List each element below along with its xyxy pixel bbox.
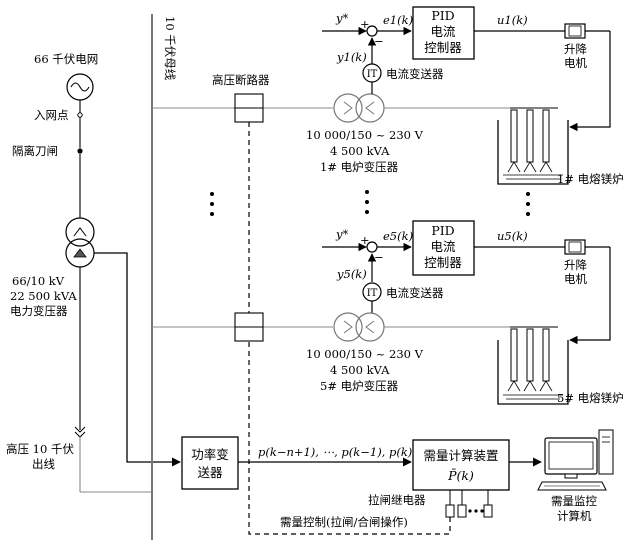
grid-section: 66 千伏电网 入网点 隔离刀闸 66/10 kV 22 500 kVA 电力变… xyxy=(6,52,181,493)
furnace-1-minus: − xyxy=(374,34,384,48)
demand-control-label: 需量控制(拉闸/合闸操作) xyxy=(280,515,408,529)
furnace-1-ct-symbol: IT xyxy=(367,69,378,80)
furnace-1-icon xyxy=(497,107,569,185)
furnace-1-pid-line-2: 电流 xyxy=(430,24,456,39)
breaker-5-icon xyxy=(234,312,264,342)
furnace-1-output-label: u1(k) xyxy=(497,13,528,27)
furnace-1-pid-box xyxy=(412,6,475,60)
power-transducer-label-2: 送器 xyxy=(197,465,223,480)
computer-icon xyxy=(537,429,614,491)
demand-control-section: 功率变 送器 p(k−n+1), ⋯, p(k−1), p(k) 需量计算装置 … xyxy=(181,341,614,535)
power-transducer-box xyxy=(181,436,239,490)
furnace-5-pid-line-3: 控制器 xyxy=(424,255,462,270)
furnace-5-motor-icon xyxy=(564,239,586,255)
furnace-1-name: 1# 电熔镁炉 xyxy=(557,172,624,186)
furnace-5-pid-box xyxy=(412,220,475,276)
furnace-1-ct-label: 电流变送器 xyxy=(386,67,444,81)
furnace-5-motor-label-1: 升降 xyxy=(564,258,587,272)
power-signal-line xyxy=(94,252,181,467)
demand-control-line xyxy=(248,341,451,535)
furnace-1-plus: + xyxy=(360,17,370,31)
ac-source-icon xyxy=(66,73,94,101)
furnace-5-plus: + xyxy=(360,233,370,247)
furnace-5-output-label: u5(k) xyxy=(497,229,528,243)
monitor-pc-label-2: 计算机 xyxy=(557,509,592,523)
furnace-5-name: 5# 电熔镁炉 xyxy=(557,391,624,405)
furnace-1-pid-line-3: 控制器 xyxy=(424,40,462,55)
furnace-1-transformer-icon xyxy=(333,93,385,123)
isolating-switch-label: 隔离刀闸 xyxy=(12,144,58,158)
power-transformer-capacity: 22 500 kVA xyxy=(10,289,77,303)
outgoing-line-label-2: 出线 xyxy=(32,457,55,471)
furnace-5-transformer-ratio: 10 000/150 ~ 230 V xyxy=(306,347,424,361)
entry-point-label: 入网点 xyxy=(34,108,69,122)
demand-device-box xyxy=(412,439,510,491)
power-transformer-name: 电力变压器 xyxy=(10,304,68,318)
bus-label: 10 千伏母线 xyxy=(163,16,177,81)
power-transformer-ratio: 66/10 kV xyxy=(12,274,65,288)
relay-label: 拉闸继电器 xyxy=(368,493,426,507)
furnace-5-summing-junction xyxy=(366,241,378,253)
furnace-1-power: 10 000/150 ~ 230 V 4 500 kVA 1# 电炉变压器 1#… xyxy=(306,93,624,186)
furnace-1-pid-line-1: PID xyxy=(431,8,454,23)
furnace-5-ct-symbol: IT xyxy=(367,288,378,299)
demand-device-label: 需量计算装置 xyxy=(423,448,498,463)
outgoing-line-label-1: 高压 10 千伏 xyxy=(6,442,74,456)
power-signal-label: p(k−n+1), ⋯, p(k−1), p(k) xyxy=(258,445,412,459)
furnace-1-motor-icon xyxy=(564,23,586,39)
furnace-5-icon xyxy=(497,326,569,405)
furnace-5-feedback-label: y5(k) xyxy=(336,267,367,281)
furnace-1-feedback-label: y1(k) xyxy=(336,50,367,64)
ellipsis-dots-left xyxy=(210,192,214,216)
power-transducer-label-1: 功率变 xyxy=(191,447,229,462)
furnace-5-motor-label-2: 电机 xyxy=(564,272,587,286)
furnace-1-motor-label-2: 电机 xyxy=(564,56,587,70)
furnace-5-power: 10 000/150 ~ 230 V 4 500 kVA 5# 电炉变压器 5#… xyxy=(306,312,624,405)
relay-icons xyxy=(445,504,493,518)
breaker-1-icon xyxy=(234,93,264,123)
furnace-5-ct-label: 电流变送器 xyxy=(386,286,444,300)
furnace-5-transformer-capacity: 4 500 kVA xyxy=(330,363,390,377)
furnace-1-error-label: e1(k) xyxy=(383,13,413,27)
furnace-5-transformer-name: 5# 电炉变压器 xyxy=(320,379,399,393)
isolating-switch-icon xyxy=(77,148,83,154)
furnace-5-control-loop: y* + − e5(k) PID 电流 控制器 u5(k) 升降 电机 y5(k… xyxy=(322,220,611,345)
furnace-1-summing-junction xyxy=(366,25,378,37)
demand-device-value: P̄(k) xyxy=(447,468,474,483)
furnace-1-transformer-capacity: 4 500 kVA xyxy=(330,144,390,158)
furnace-1-control-loop: y* + − e1(k) PID 电流 控制器 u1(k) 升降 电机 y1(k… xyxy=(322,6,611,132)
furnace-5-pid-line-2: 电流 xyxy=(430,239,456,254)
furnace-1-ref-symbol: y* xyxy=(335,11,348,25)
furnace-1-transformer-ratio: 10 000/150 ~ 230 V xyxy=(306,128,424,142)
furnace-5-transformer-icon xyxy=(333,312,385,342)
breaker-label: 高压断路器 xyxy=(212,73,270,87)
monitor-pc-label-1: 需量监控 xyxy=(551,494,597,508)
furnace-1-motor-label-1: 升降 xyxy=(564,42,587,56)
furnace-5-pid-line-1: PID xyxy=(431,223,454,238)
furnace-5-ref-symbol: y* xyxy=(335,227,348,241)
furnace-5-error-label: e5(k) xyxy=(383,229,413,243)
power-transformer-icon xyxy=(65,217,95,268)
entry-point-node xyxy=(77,112,83,118)
furnace-1-transformer-name: 1# 电炉变压器 xyxy=(320,160,399,174)
furnace-5-minus: − xyxy=(374,250,384,264)
bus-section: 10 千伏母线 高压断路器 xyxy=(151,14,333,540)
grid-source-label: 66 千伏电网 xyxy=(34,52,98,66)
ellipsis-dots-middle xyxy=(365,190,530,216)
